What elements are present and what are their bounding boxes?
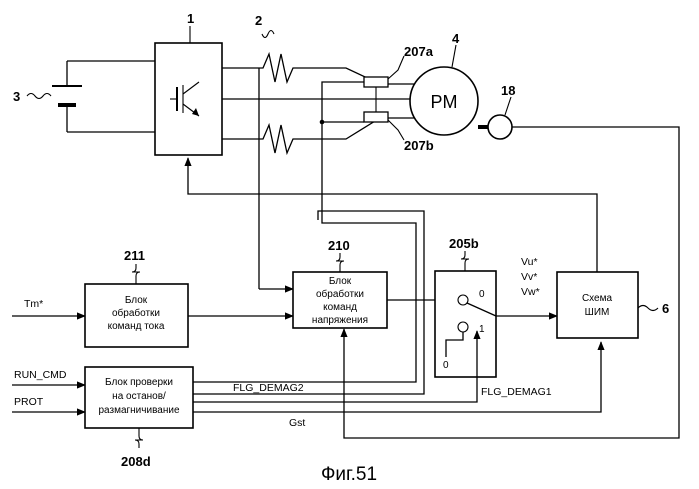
- pwm-ref-leader: [638, 306, 658, 311]
- switch-ground-label: 0: [443, 360, 449, 371]
- pwm-ref-number: 6: [662, 301, 669, 316]
- shunt-b-leader: [388, 120, 404, 140]
- battery-ref-number: 3: [13, 89, 20, 104]
- run-cmd-label: RUN_CMD: [14, 369, 67, 381]
- check-label-3: размагничивание: [98, 405, 179, 416]
- vw-label: Vw*: [521, 286, 540, 298]
- voltage-block-ref-number: 210: [328, 238, 350, 253]
- current-block-ref-leader: [132, 264, 140, 284]
- sensor-ref-leader: [262, 31, 274, 38]
- motor-ref-number: 4: [452, 31, 460, 46]
- pm-motor-label: PM: [431, 92, 458, 112]
- motor-ref-leader: [452, 45, 456, 67]
- sensor-ref-number: 2: [255, 13, 262, 28]
- current-block-label-3: команд тока: [108, 321, 165, 332]
- voltage-block-label-4: напряжения: [312, 315, 368, 326]
- battery-ref-leader: [27, 94, 51, 99]
- gst-label: Gst: [289, 417, 305, 429]
- encoder-ref-number: 18: [501, 83, 515, 98]
- shunt-a-leader: [388, 56, 404, 79]
- current-block-ref-number: 211: [124, 248, 145, 263]
- shunt-sense-wire-1: [193, 82, 416, 382]
- check-label-2: на останов/: [112, 391, 166, 402]
- pwm-label-1: Схема: [582, 293, 613, 304]
- encoder-ref-leader: [505, 97, 511, 115]
- encoder: [488, 115, 512, 139]
- flg-demag2-label: FLG_DEMAG2: [233, 382, 304, 394]
- vu-label: Vu*: [521, 256, 538, 268]
- switch-upper-label: 0: [479, 289, 485, 300]
- switch-ref-number: 205b: [449, 236, 479, 251]
- voltage-block-label-2: обработки: [316, 288, 364, 300]
- switch-lower-label: 1: [479, 324, 485, 335]
- pwm-label-2: ШИМ: [585, 307, 610, 318]
- torque-cmd-label: Tm*: [24, 298, 43, 310]
- shunt-resistor-b: [364, 112, 388, 122]
- figure-caption: Фиг.51: [321, 464, 377, 485]
- shunt-resistor-a: [364, 77, 388, 87]
- battery: [52, 61, 82, 132]
- prot-label: PROT: [14, 396, 44, 408]
- voltage-block-label-1: Блок: [329, 276, 352, 287]
- shunt-b-ref-number: 207b: [404, 138, 434, 153]
- inverter-block: [155, 43, 222, 155]
- switch-ref-leader: [461, 251, 469, 271]
- check-ref-number: 208d: [121, 454, 151, 469]
- pwm-block: [557, 272, 638, 338]
- check-label-1: Блок проверки: [105, 377, 173, 388]
- inverter-ref-number: 1: [187, 11, 194, 26]
- check-ref-leader: [135, 428, 143, 448]
- current-block-label-2: обработки: [112, 307, 160, 319]
- current-block-label-1: Блок: [125, 295, 148, 306]
- vv-label: Vv*: [521, 271, 537, 283]
- voltage-block-label-3: команд: [323, 302, 357, 313]
- phase-wires: [222, 54, 416, 153]
- gate-signal-wire: [188, 158, 597, 272]
- flg-demag1-label: FLG_DEMAG1: [481, 386, 552, 398]
- voltage-block-ref-leader: [336, 253, 344, 272]
- shunt-a-ref-number: 207a: [404, 44, 434, 59]
